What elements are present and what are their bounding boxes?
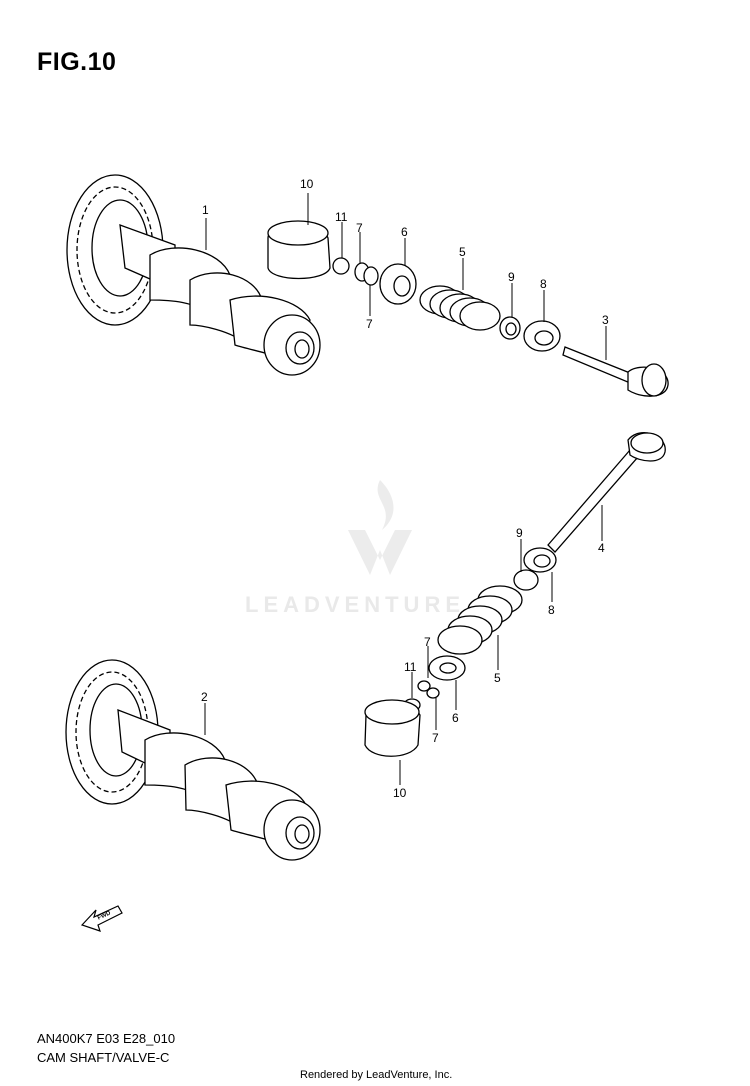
- spring-seat-upper[interactable]: [523, 320, 561, 352]
- label-part-10-lower: 10: [393, 786, 407, 800]
- fwd-label: FWD: [97, 910, 113, 921]
- label-part-10-upper: 10: [300, 177, 314, 191]
- oil-seal-lower[interactable]: [513, 569, 539, 591]
- label-part-5-lower: 5: [494, 671, 501, 685]
- camshaft-upper[interactable]: [66, 174, 321, 376]
- leader-lines: [204, 193, 607, 785]
- label-part-1: 1: [202, 203, 209, 217]
- label-part-7-upper-a: 7: [356, 221, 363, 235]
- tappet-upper[interactable]: [267, 220, 331, 280]
- oil-seal-upper[interactable]: [499, 316, 521, 340]
- label-part-6-upper: 6: [401, 225, 408, 239]
- label-part-9-upper: 9: [508, 270, 515, 284]
- label-part-3: 3: [602, 313, 609, 327]
- valve-spring-upper[interactable]: [419, 285, 501, 331]
- valve-lower[interactable]: [547, 432, 666, 553]
- label-part-7-lower-b: 7: [432, 731, 439, 745]
- spring-retainer-lower[interactable]: [428, 655, 466, 681]
- diagram-code: AN400K7 E03 E28_010: [37, 1031, 176, 1046]
- cotter-lower[interactable]: [417, 680, 440, 699]
- watermark-text: LEADVENTURE: [245, 592, 466, 617]
- label-part-8-lower: 8: [548, 603, 555, 617]
- camshaft-lower[interactable]: [65, 659, 321, 861]
- diagram-name: CAM SHAFT/VALVE-C: [37, 1050, 170, 1065]
- label-part-11-lower: 11: [404, 660, 417, 674]
- label-part-4: 4: [598, 541, 605, 555]
- label-part-8-upper: 8: [540, 277, 547, 291]
- label-part-7-upper-b: 7: [366, 317, 373, 331]
- tappet-lower[interactable]: [364, 699, 421, 757]
- render-credit: Rendered by LeadVenture, Inc.: [300, 1069, 453, 1081]
- spring-retainer-upper[interactable]: [379, 263, 417, 305]
- label-part-5-upper: 5: [459, 245, 466, 259]
- label-part-6-lower: 6: [452, 711, 459, 725]
- label-part-9-lower: 9: [516, 526, 523, 540]
- label-part-2: 2: [201, 690, 208, 704]
- fwd-arrow-icon: FWD: [80, 905, 123, 932]
- shim-upper[interactable]: [332, 257, 350, 275]
- label-part-11-upper: 11: [335, 210, 348, 224]
- figure-title: FIG.10: [37, 48, 117, 76]
- spring-seat-lower[interactable]: [523, 547, 557, 573]
- valve-upper[interactable]: [562, 346, 669, 397]
- cotter-upper[interactable]: [354, 262, 379, 286]
- label-part-7-lower-a: 7: [424, 635, 431, 649]
- valve-spring-lower[interactable]: [437, 585, 523, 655]
- leadventure-watermark-logo: [348, 480, 412, 575]
